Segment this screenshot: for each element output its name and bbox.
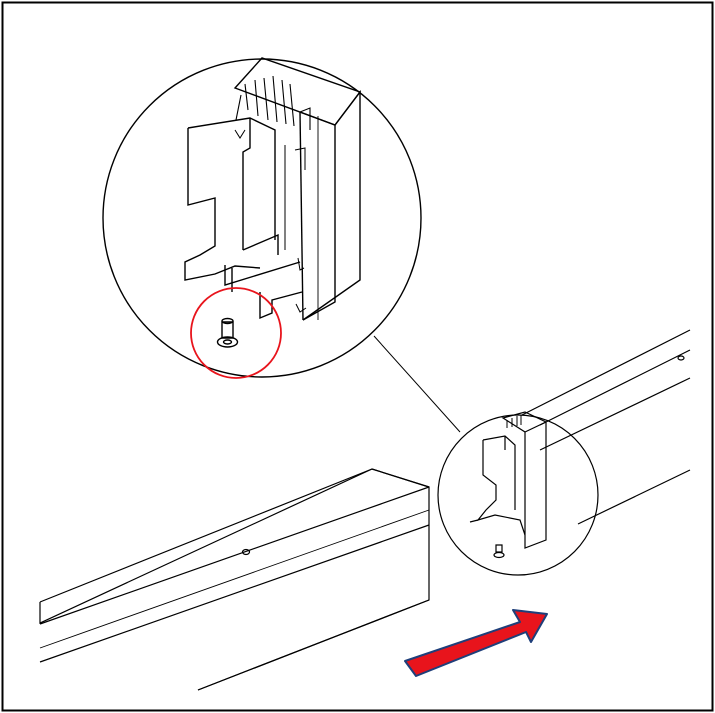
magnified-detail-circle [102, 57, 422, 378]
leader-line [373, 335, 461, 433]
left-rail [39, 468, 430, 691]
small-detail-circle [437, 411, 599, 576]
screw-highlight-circle [190, 287, 282, 379]
right-rail [521, 329, 691, 525]
direction-arrow-icon [404, 609, 548, 677]
